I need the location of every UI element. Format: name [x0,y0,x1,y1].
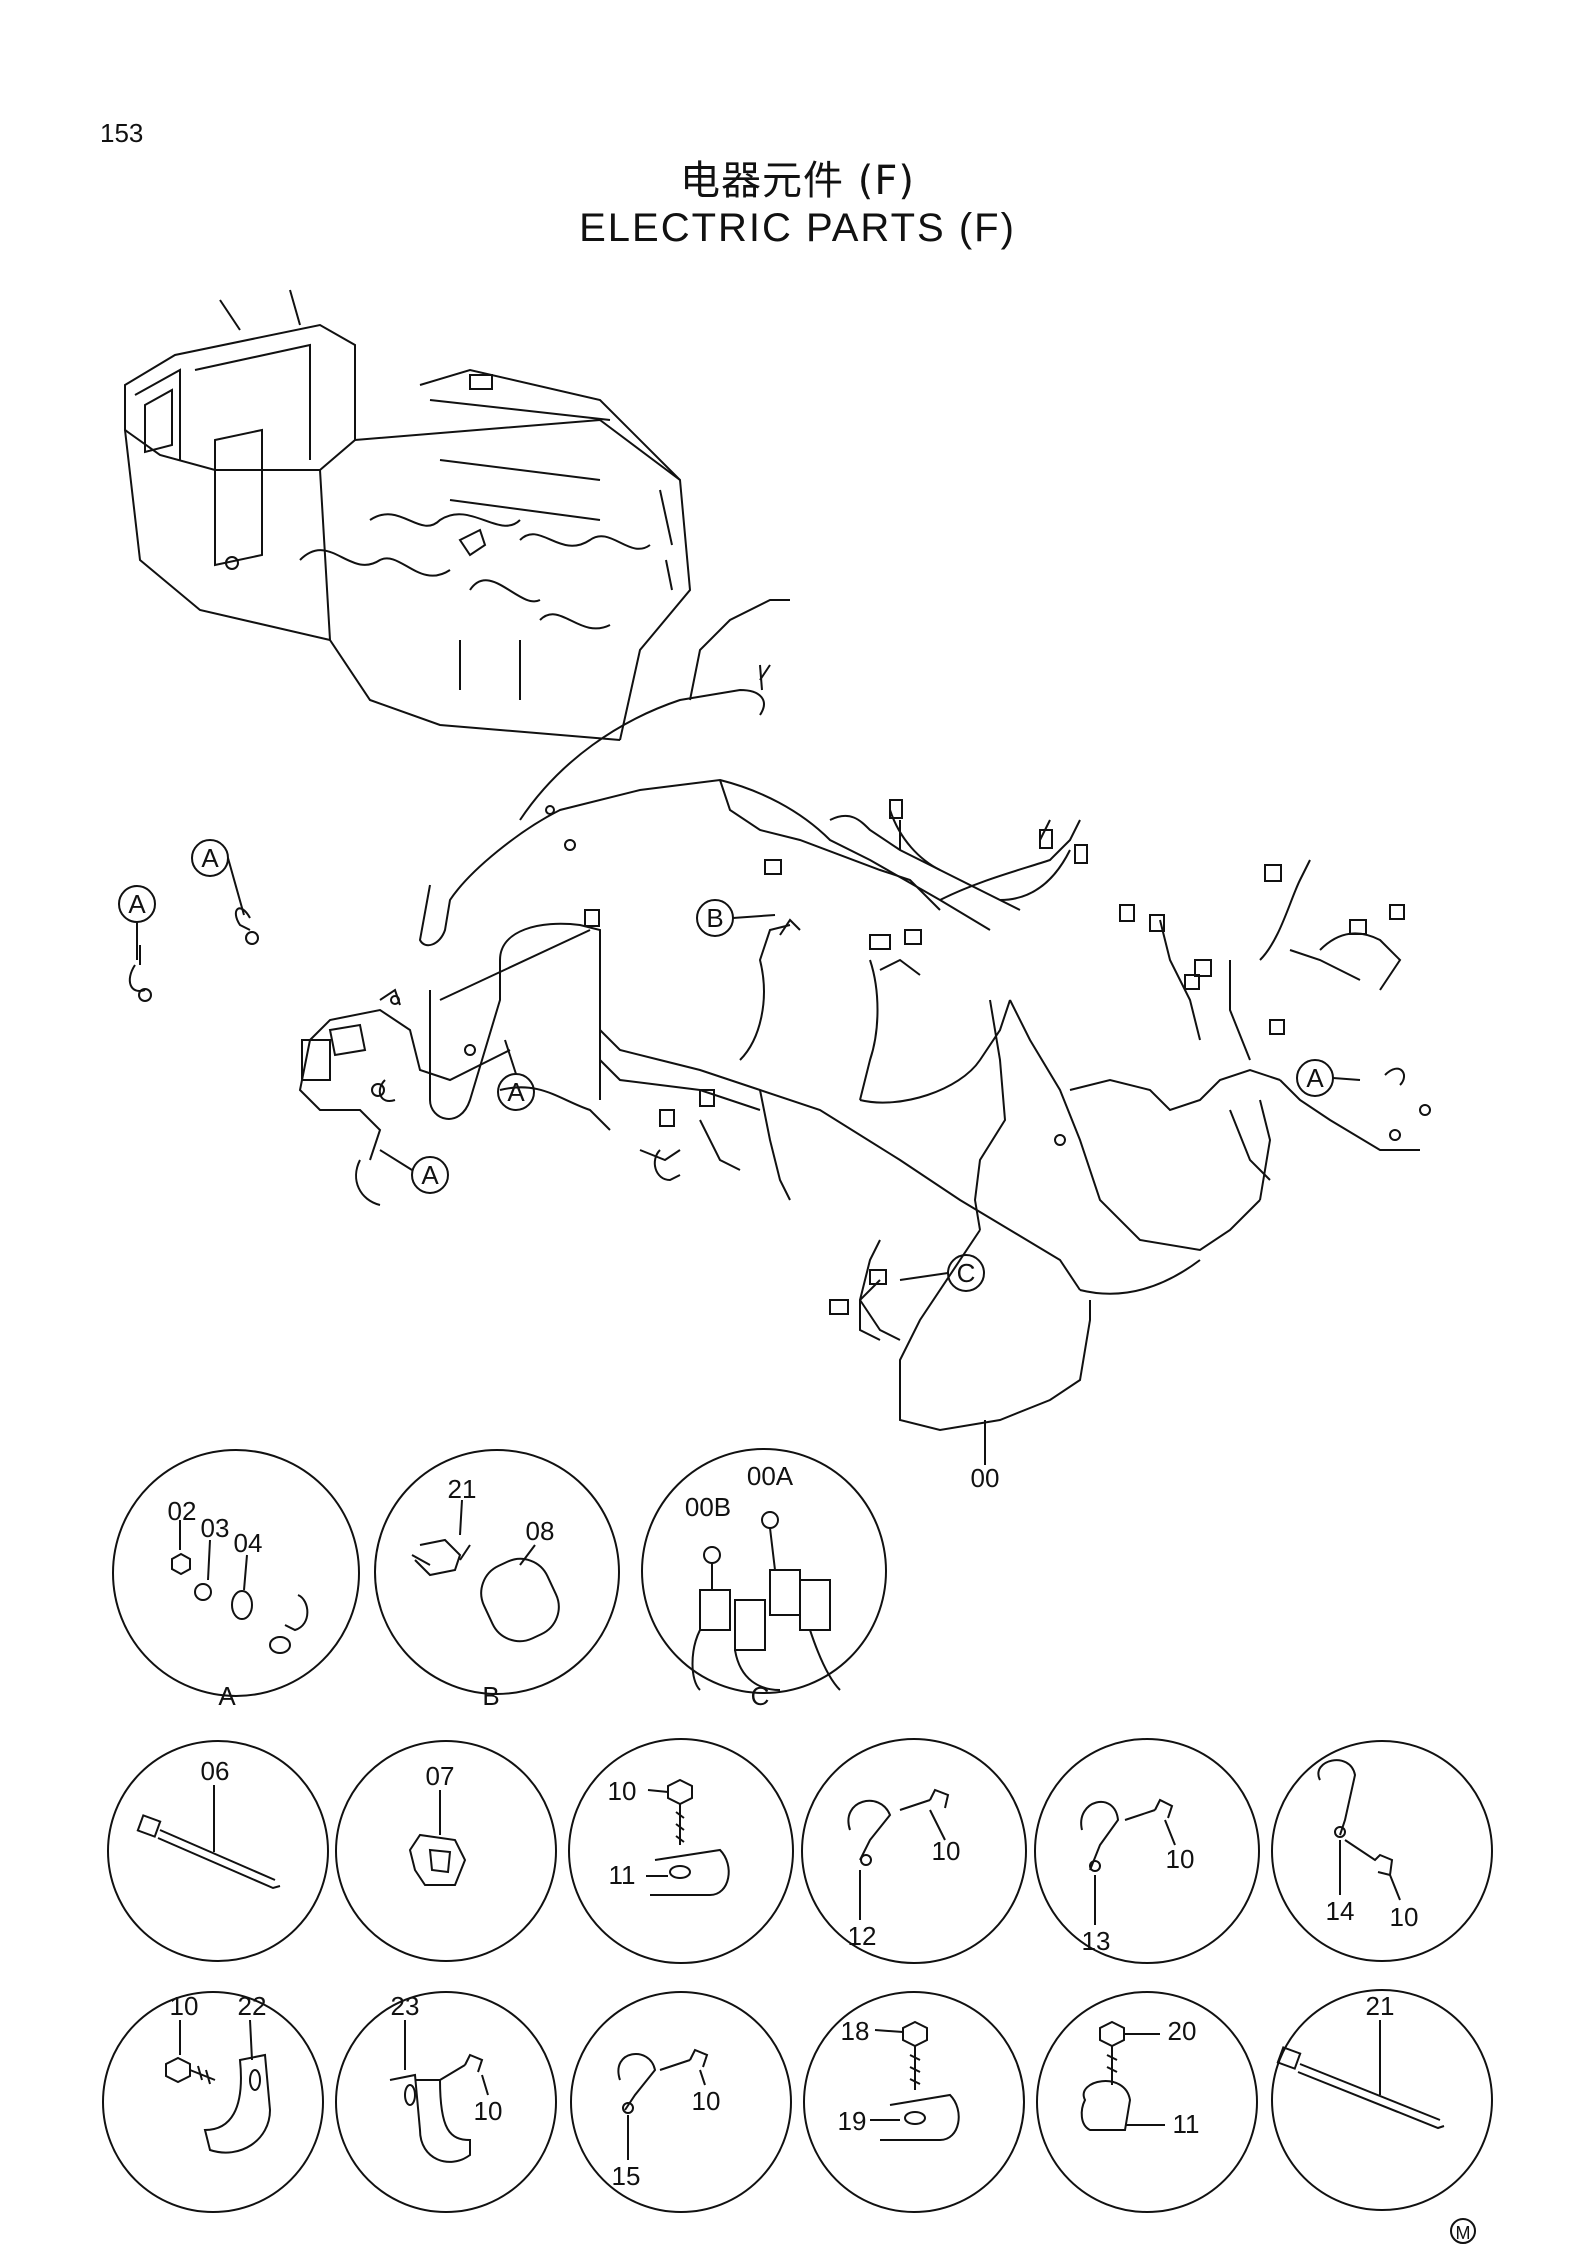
part-label-07: 07 [426,1761,455,1791]
part-label-10-r2c1: 10 [170,1991,199,2021]
detail-circles-abc [112,1448,887,1697]
part-label-11-r1c3: 11 [609,1860,636,1890]
part-label-10-r1c5: 10 [1166,1844,1195,1874]
part-label-18: 18 [841,2016,870,2046]
part-label-10-r2c2: 10 [474,2096,503,2126]
detail-letter-c: C [751,1681,770,1711]
part-label-23: 23 [391,1991,420,2021]
part-label-20: 20 [1168,2016,1197,2046]
part-label-15: 15 [612,2161,641,2191]
m-mark-circle [1450,2218,1476,2244]
part-label-00b: 00B [685,1492,731,1522]
terminal-parts-a [128,907,1405,1102]
part-label-21-r2c6: 21 [1366,1991,1395,2021]
part-label-19: 19 [838,2106,867,2136]
part-label-00a: 00A [747,1461,794,1491]
part-label-13: 13 [1082,1926,1111,1956]
part-label-21-b: 21 [448,1474,477,1504]
part-label-10-r1c4: 10 [932,1836,961,1866]
part-label-02: 02 [168,1496,197,1526]
part-label-08: 08 [526,1516,555,1546]
callout-a-5: A [1306,1063,1324,1093]
callout-a-3: A [507,1077,525,1107]
part-label-06: 06 [201,1756,230,1786]
detail-row-2 [102,1989,1493,2213]
detail-letter-b: B [482,1681,499,1711]
page-title-chinese: 电器元件 (F) [680,158,915,204]
part-label-10-r1c6: 10 [1390,1902,1419,1932]
m-mark: M [1456,2223,1471,2243]
page-title-english: ELECTRIC PARTS (F) [579,206,1016,250]
part-label-10-r2c3: 10 [692,2086,721,2116]
main-wiring-harness [298,599,1420,1432]
excavator-body-illustration [124,289,692,741]
callout-b: B [706,903,723,933]
callout-a-4: A [421,1160,439,1190]
part-label-10-r1c3: 10 [608,1776,637,1806]
callout-a-2: A [128,889,146,919]
harness-callouts [118,839,1361,1465]
callout-a-1: A [201,843,219,873]
part-label-22: 22 [238,1991,267,2021]
part-label-04: 04 [234,1528,263,1558]
diagram-labels: A A A A A B C 00 A B C 02 03 04 21 08 00… [128,843,1470,2243]
part-label-14: 14 [1326,1896,1355,1926]
part-label-00: 00 [971,1463,1000,1493]
harness-connectors [390,799,1431,1315]
callout-c: C [957,1258,976,1288]
page-number: 153 [100,118,144,148]
part-label-12: 12 [848,1921,877,1951]
part-label-03: 03 [201,1513,230,1543]
detail-letter-a: A [218,1681,236,1711]
part-label-11-r2c5: 11 [1173,2109,1200,2139]
detail-row-1 [107,1738,1493,1964]
